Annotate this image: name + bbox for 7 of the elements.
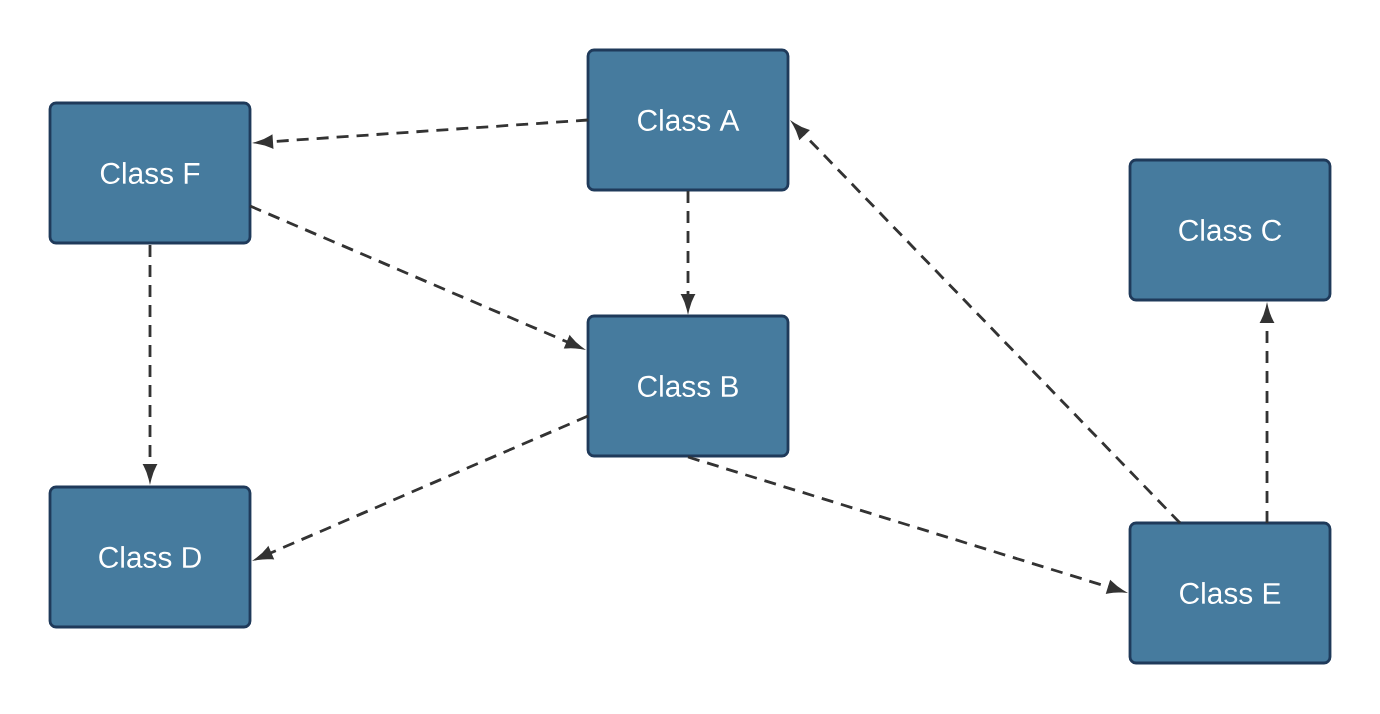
class-box: Class E — [1128, 521, 1332, 665]
class-box: Class D — [48, 485, 252, 629]
class-box: Class B — [586, 314, 790, 458]
class-box: Class A — [586, 48, 790, 192]
class-box: Class F — [48, 101, 252, 245]
dashed-arrow — [792, 122, 1181, 524]
class-box: Class C — [1128, 158, 1332, 302]
